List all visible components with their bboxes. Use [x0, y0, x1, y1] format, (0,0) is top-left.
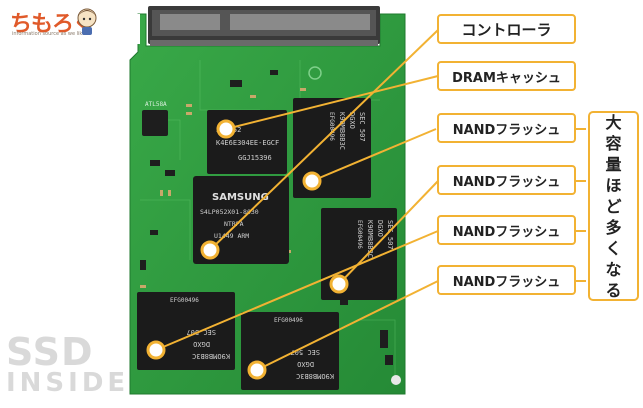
label-nand-2: NANDフラッシュ	[437, 165, 576, 195]
mascot-icon	[77, 8, 97, 35]
controller-text-2: NTRPA	[224, 220, 244, 228]
nand2-text-2: DGXO	[376, 220, 384, 237]
markers	[146, 119, 349, 380]
marker-nand-4	[247, 360, 267, 380]
label-nand-3: NANDフラッシュ	[437, 215, 576, 245]
note-char: る	[605, 280, 622, 300]
nand1-text-2: DGXO	[348, 112, 356, 129]
nand1-text-3: K9OMB8B3C	[338, 112, 346, 150]
nand2-text-1: SEC 507	[386, 220, 394, 250]
group-bracket	[576, 128, 586, 282]
label-nand-1: NANDフラッシュ	[437, 113, 576, 143]
nand4-text-2: K9OMB8B3C	[296, 372, 334, 380]
note-char: 大	[605, 112, 622, 132]
label-dram-cache: DRAMキャッシュ	[437, 61, 576, 91]
marker-dram	[216, 119, 236, 139]
label-nand-4: NANDフラッシュ	[437, 265, 576, 295]
note-char: 量	[605, 154, 622, 174]
note-char: な	[605, 259, 622, 279]
nand3-text-2: K9OMB8B3C	[192, 352, 230, 360]
note-char: く	[605, 238, 622, 258]
marker-controller	[200, 240, 220, 260]
watermark-line-2: INSIDE	[6, 368, 130, 398]
marker-nand-2	[329, 274, 349, 294]
nand4-text-3: DGXO	[297, 360, 314, 368]
leader-lines	[155, 29, 439, 371]
pcb-silkscreen-text: ATL58A	[145, 101, 167, 108]
dram-chip: SEC452 K4E6E304EE-EGCF GGJ15396	[207, 110, 287, 174]
nand1-text-1: SEC 507	[358, 112, 366, 142]
note-char: ど	[605, 196, 622, 216]
nand3-text-1: EFG00496	[170, 297, 199, 304]
controller-text-3: U1449 ARM	[214, 232, 249, 240]
controller-brand-text: SAMSUNG	[212, 192, 269, 203]
marker-nand-3	[146, 340, 166, 360]
nand2-text-3: K9OMB8B3C	[366, 220, 374, 258]
site-logo: ちもろぐ information source as we like	[4, 4, 102, 42]
label-controller: コントローラ	[437, 14, 576, 44]
note-char: 多	[605, 217, 622, 237]
logo-subtitle: information source as we like	[12, 31, 86, 37]
nand3-text-3: DGXO	[193, 340, 210, 348]
note-char: ほ	[605, 175, 622, 195]
note-char: 容	[605, 133, 622, 153]
nand4-text-1: EFG00496	[274, 317, 303, 324]
watermark-line-1: SSD	[6, 330, 94, 374]
capacity-note-box: 大 容 量 ほ ど 多 く な る	[588, 111, 639, 301]
nand1-text-4: EFG00496	[328, 112, 335, 141]
sata-connector	[148, 6, 380, 46]
nand2-text-4: EFG00496	[356, 220, 363, 249]
dram-chip-text-3: GGJ15396	[238, 154, 272, 162]
dram-chip-text-2: K4E6E304EE-EGCF	[216, 139, 279, 147]
marker-nand-1	[302, 171, 322, 191]
nand3-text-4: SEC 507	[186, 328, 216, 336]
controller-text-1: S4LP052X01-8030	[200, 208, 259, 216]
nand4-text-4: SEC 507	[290, 348, 320, 356]
